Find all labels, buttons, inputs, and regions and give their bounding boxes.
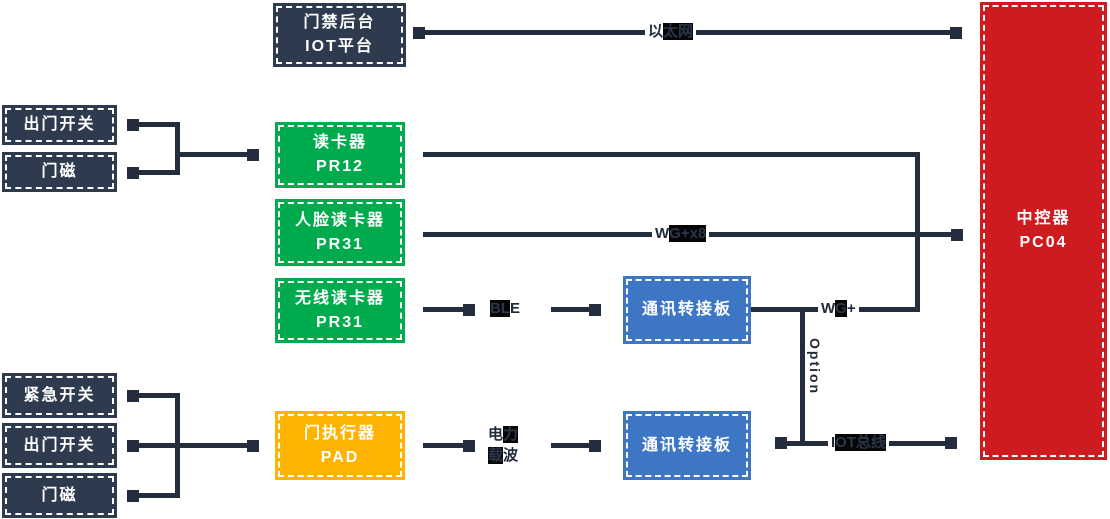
- connector-line: [551, 307, 595, 312]
- node-label: 通讯转接板: [641, 301, 732, 318]
- node-label: 门执行器: [303, 424, 376, 442]
- node-emergency-switch: 紧急开关: [2, 373, 117, 418]
- connector-line: [423, 307, 469, 312]
- node-exit-switch-top: 出门开关: [2, 105, 117, 145]
- node-label: 中控器: [1016, 210, 1071, 227]
- node-label: 门磁: [41, 486, 78, 504]
- connector-endpoint: [127, 167, 139, 179]
- connector-endpoint: [127, 390, 139, 402]
- node-label: 通讯转接板: [641, 436, 732, 454]
- connector-line: [423, 152, 920, 157]
- connector-endpoint: [589, 440, 601, 452]
- connector-endpoint: [247, 149, 259, 161]
- connector-line: [133, 122, 180, 127]
- edge-label-ethernet: 以太网: [645, 21, 697, 42]
- connector-line: [133, 493, 180, 498]
- connector-endpoint: [127, 440, 139, 452]
- node-label: 无线读卡器: [294, 289, 385, 307]
- edge-label-wg-x8: WG+x8: [652, 223, 710, 244]
- connector-endpoint: [951, 229, 963, 241]
- node-door-actuator-pad: 门执行器 PAD: [275, 411, 405, 480]
- node-label: IOT平台: [305, 38, 374, 55]
- connector-endpoint: [945, 437, 957, 449]
- node-label: PR31: [315, 313, 365, 331]
- node-wireless-reader-pr31: 无线读卡器 PR31: [275, 278, 405, 343]
- node-label: 紧急开关: [23, 386, 96, 404]
- connector-endpoint: [413, 27, 425, 39]
- connector-line: [175, 152, 259, 157]
- node-label: PR12: [315, 158, 365, 175]
- node-iot-platform: 门禁后台 IOT平台: [273, 3, 406, 67]
- connector-endpoint: [463, 304, 475, 316]
- connector-endpoint: [589, 304, 601, 316]
- connector-endpoint: [775, 437, 787, 449]
- node-label: PC04: [1019, 234, 1068, 251]
- edge-label-power-carrier: 电力 载波: [486, 424, 521, 466]
- node-label: PAD: [320, 448, 360, 466]
- node-door-magnet-bottom: 门磁: [2, 473, 117, 518]
- connector-line: [133, 170, 180, 175]
- connector-line: [800, 309, 805, 446]
- node-label: PR31: [315, 235, 365, 253]
- connector-endpoint: [463, 440, 475, 452]
- node-label: 人脸读卡器: [294, 211, 385, 229]
- node-label: 出门开关: [23, 116, 96, 133]
- edge-label-wg: WG+: [818, 298, 859, 319]
- node-comm-adapter-lower: 通讯转接板: [623, 411, 751, 480]
- connector-line: [133, 443, 180, 448]
- node-central-controller-pc04: 中控器 PC04: [980, 2, 1107, 460]
- connector-endpoint: [950, 27, 962, 39]
- node-face-reader-pr31: 人脸读卡器 PR31: [275, 199, 405, 266]
- node-reader-pr12: 读卡器 PR12: [275, 122, 405, 188]
- connector-line: [551, 443, 595, 448]
- node-label: 出门开关: [23, 436, 96, 454]
- connector-line: [423, 443, 469, 448]
- edge-label-option: Option: [807, 338, 823, 396]
- connector-line: [175, 122, 180, 175]
- node-label: 门禁后台: [303, 14, 376, 31]
- edge-label-ble: BLE: [487, 298, 524, 319]
- node-exit-switch-bottom: 出门开关: [2, 423, 117, 468]
- connector-endpoint: [127, 119, 139, 131]
- connector-line: [180, 443, 259, 448]
- node-door-magnet-top: 门磁: [2, 152, 117, 192]
- connector-endpoint: [247, 440, 259, 452]
- connector-endpoint: [127, 490, 139, 502]
- node-label: 门磁: [41, 163, 78, 180]
- connector-line: [175, 393, 180, 498]
- connector-line: [133, 393, 180, 398]
- node-label: 读卡器: [312, 134, 367, 151]
- edge-label-iot-bus: IOT总线: [828, 432, 890, 453]
- node-comm-adapter-upper: 通讯转接板: [623, 276, 751, 344]
